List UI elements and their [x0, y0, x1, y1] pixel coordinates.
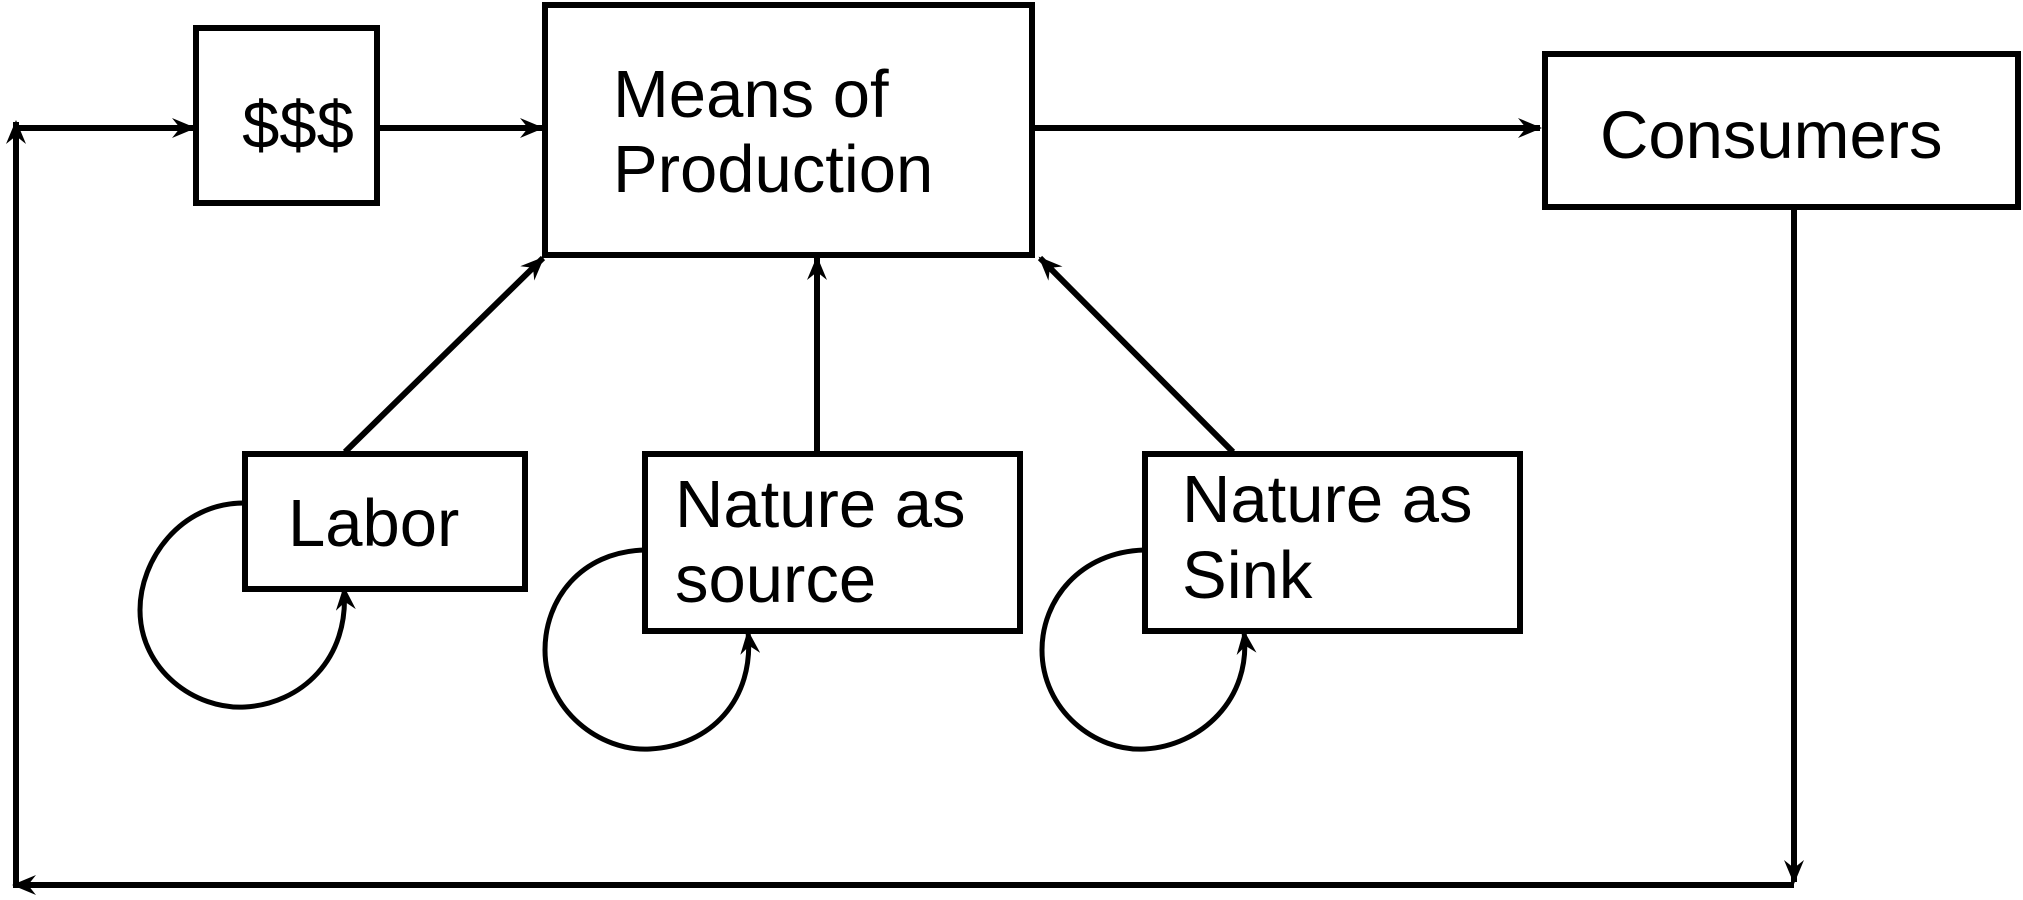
consumers-box — [1542, 51, 2021, 210]
arrow-sink-to-production — [1037, 255, 1236, 455]
node-money: $$$ — [193, 25, 380, 206]
self-loops — [137, 500, 1257, 752]
node-nature-sink: Nature as Sink — [1142, 451, 1523, 634]
means-of-production-label-line1: Means of — [613, 57, 889, 132]
nature-sink-label-line2: Sink — [1182, 538, 1313, 613]
money-box — [193, 25, 380, 206]
labor-box — [242, 451, 528, 592]
connectors — [5, 118, 1804, 895]
labor-self-loop-arrow — [137, 500, 356, 710]
nature-source-box — [642, 451, 1023, 634]
money-label: $$$ — [242, 88, 354, 163]
arrow-labor-to-production — [342, 255, 546, 455]
nature-source-label-line1: Nature as — [675, 467, 965, 542]
consumers-label: Consumers — [1600, 98, 1943, 173]
means-of-production-label-line2: Production — [613, 132, 933, 207]
node-consumers: Consumers — [1542, 51, 2021, 210]
node-nature-source: Nature as source — [642, 451, 1023, 634]
nature-sink-box — [1142, 451, 1523, 634]
labor-label: Labor — [288, 486, 459, 561]
nature-sink-label-line1: Nature as — [1182, 462, 1472, 537]
nature-source-label-line2: source — [675, 542, 876, 617]
means-of-production-box — [542, 2, 1035, 258]
node-means-of-production: Means of Production — [542, 2, 1035, 258]
node-labor: Labor — [242, 451, 528, 592]
sink-self-loop-arrow — [1039, 547, 1257, 752]
source-self-loop-arrow — [542, 547, 761, 752]
